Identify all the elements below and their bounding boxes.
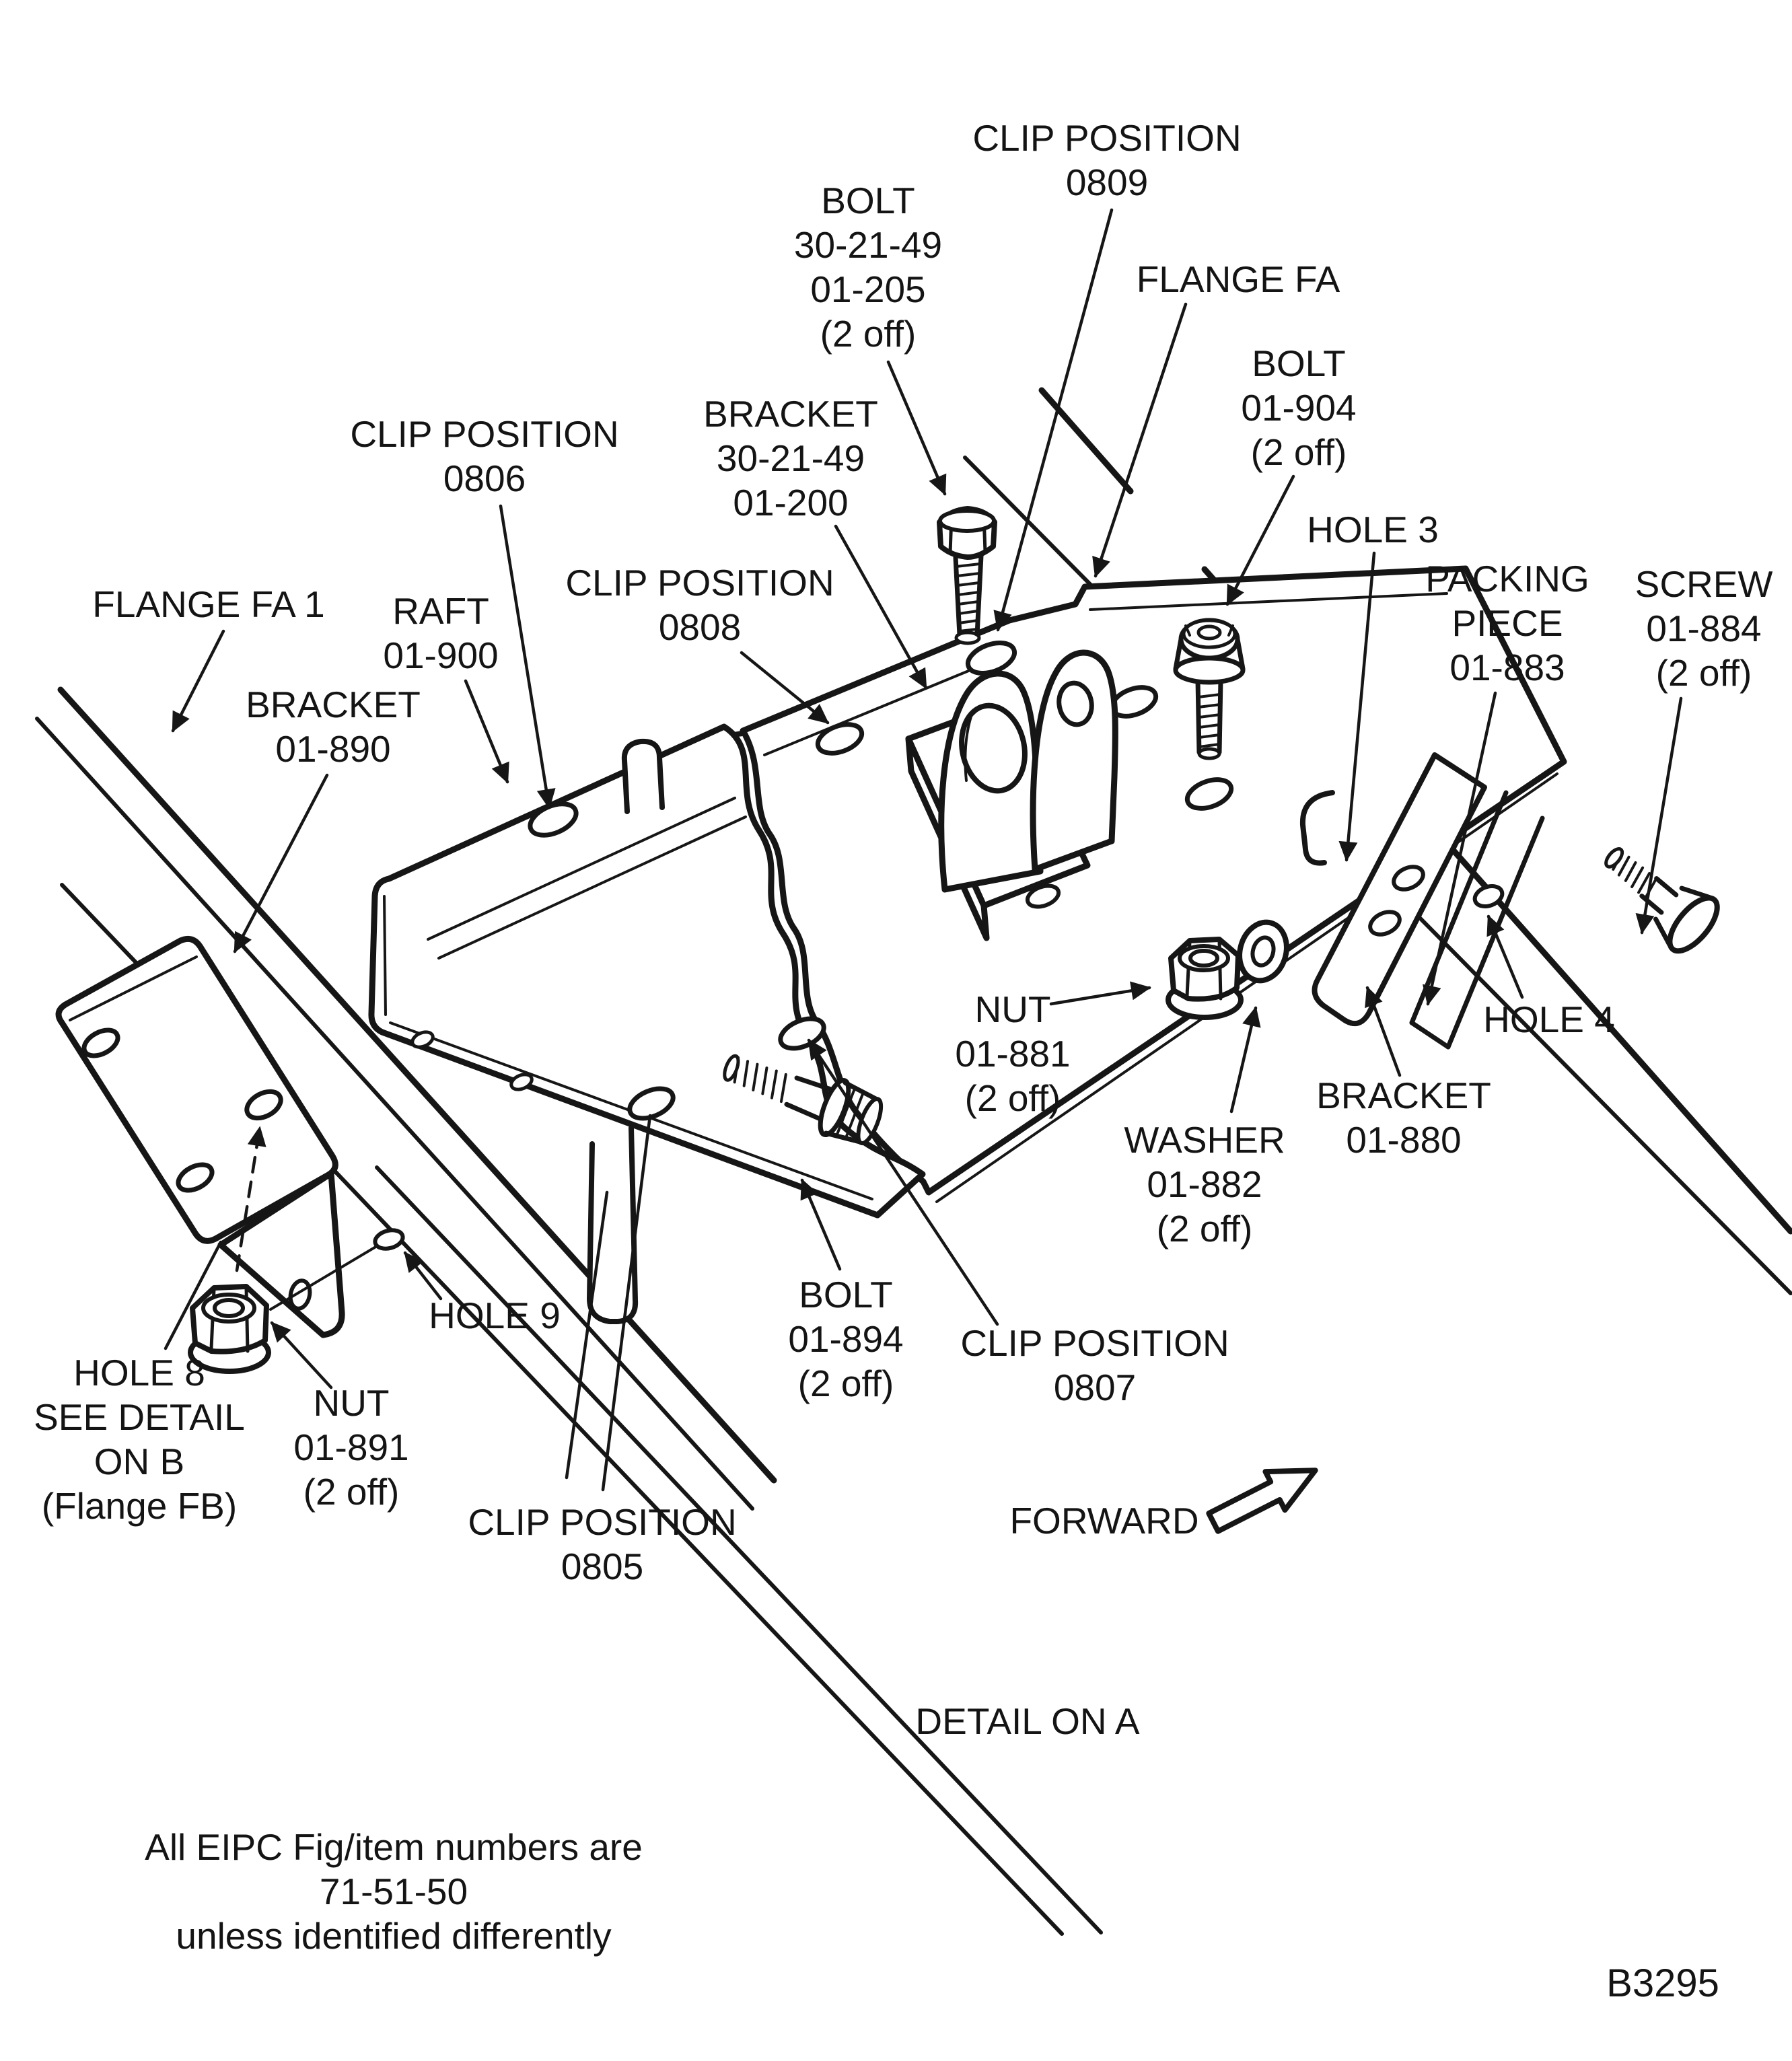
leader-raft [464, 679, 509, 784]
label-clip-position-0808: CLIP POSITION 0808 [565, 562, 834, 648]
label-clip-position-0809: CLIP POSITION 0809 [972, 117, 1242, 203]
label-clip-position-0805: CLIP POSITION 0805 [468, 1501, 737, 1587]
leader-hole-4 [1486, 914, 1524, 999]
leader-clip-0808 [740, 651, 830, 725]
label-screw-01-884: SCREW 01-884 (2 off) [1635, 563, 1773, 694]
leader-clip-0809 [993, 208, 1114, 632]
eipc-note: All EIPC Fig/item numbers are 71-51-50 u… [145, 1826, 643, 1957]
leader-nut-881 [1049, 981, 1151, 1006]
hole-9-ellipse [373, 1228, 405, 1251]
forward-arrow-icon [1206, 1468, 1318, 1534]
leader-bracket-890 [233, 773, 329, 953]
leader-bolt-894 [800, 1178, 842, 1271]
label-hole-8-detail: HOLE 8 SEE DETAIL ON B (Flange FB) [34, 1352, 245, 1527]
label-hole-9: HOLE 9 [429, 1295, 561, 1336]
lug-bracket-01-200 [905, 649, 1118, 941]
drawing-number: B3295 [1606, 1961, 1719, 2005]
label-nut-01-881: NUT 01-881 (2 off) [955, 988, 1071, 1119]
label-bracket-01-890: BRACKET 01-890 [246, 684, 421, 770]
label-clip-position-0807: CLIP POSITION 0807 [960, 1322, 1229, 1408]
bolt-01-904 [1173, 618, 1246, 760]
label-flange-fa: FLANGE FA [1136, 258, 1340, 300]
nut-01-881 [1166, 937, 1244, 1020]
clip-channel-top [621, 738, 665, 814]
leader-bracket-880 [1365, 986, 1402, 1077]
leader-clip-0807 [807, 1038, 999, 1326]
leader-clip-0805-b [601, 1114, 652, 1492]
leader-hole-3 [1338, 551, 1376, 862]
leader-nut-891 [270, 1321, 333, 1389]
label-bolt-01-894: BOLT 01-894 (2 off) [788, 1274, 904, 1404]
label-hole-3: HOLE 3 [1307, 509, 1439, 550]
hex-bolt-01-205 [937, 506, 997, 645]
bracket-01-890 [55, 935, 405, 1338]
label-bracket-01-880: BRACKET 01-880 [1316, 1075, 1491, 1161]
leader-hole-8-dashed [235, 1126, 266, 1272]
label-flange-fa1: FLANGE FA 1 [92, 583, 325, 625]
label-washer-01-882: WASHER 01-882 (2 off) [1124, 1119, 1285, 1250]
forward-label: FORWARD [1009, 1500, 1199, 1542]
flange-fa1-rail [35, 686, 777, 1511]
label-hole-4: HOLE 4 [1483, 999, 1615, 1040]
leader-packing [1422, 691, 1497, 1006]
leader-hole-9 [403, 1251, 443, 1301]
leader-bracket-200 [834, 524, 928, 690]
label-bolt-01-205: BOLT 30-21-49 01-205 (2 off) [793, 180, 943, 355]
detail-title: DETAIL ON A [915, 1700, 1140, 1742]
leader-clip-0806 [499, 504, 556, 809]
bracket-01-880 [1312, 752, 1487, 1027]
clip-hole-0805 [627, 1086, 676, 1121]
screw-01-884 [1604, 847, 1720, 954]
leader-bolt-205 [886, 360, 947, 496]
washer-01-882 [1237, 919, 1289, 984]
leader-hole-8 [164, 1240, 223, 1350]
label-clip-position-0806: CLIP POSITION 0806 [350, 413, 619, 499]
leader-screw [1635, 696, 1683, 935]
hole-4-ellipse [1472, 884, 1505, 908]
label-raft-01-900: RAFT 01-900 [383, 590, 499, 676]
bolt-01-894 [723, 1054, 884, 1146]
label-nut-01-891: NUT 01-891 (2 off) [293, 1382, 409, 1513]
leader-lines [164, 208, 1683, 1492]
label-bracket-01-200: BRACKET 30-21-49 01-200 [703, 393, 878, 523]
clip-hole-0808 [815, 722, 865, 756]
leader-clip-0805-a [565, 1190, 609, 1480]
leader-flange-fa1 [171, 629, 225, 733]
leader-flange-fa [1092, 302, 1188, 578]
label-bolt-01-904: BOLT 01-904 (2 off) [1241, 342, 1357, 473]
leader-washer-882 [1229, 1006, 1261, 1114]
label-packing-piece: PACKING PIECE 01-883 [1425, 558, 1589, 688]
hole-8-ellipse [244, 1089, 283, 1121]
nut-01-891 [188, 1284, 271, 1374]
leader-bolt-904 [1225, 474, 1295, 606]
